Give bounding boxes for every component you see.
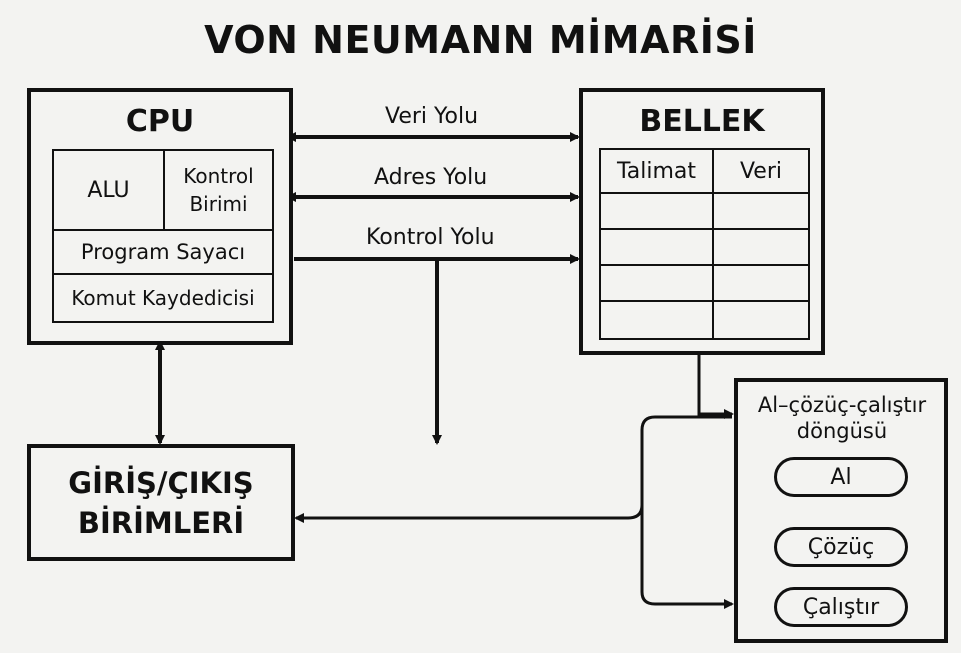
address-bus-label: Adres Yolu	[374, 165, 488, 190]
io-title-line1: GİRİŞ/ÇIKIŞ	[68, 465, 254, 500]
cycle-step-decode-label: Çözüç	[807, 534, 875, 560]
control-unit-cell: Kontrol Birimi	[163, 149, 274, 231]
cycle-step-fetch: Al	[774, 457, 908, 497]
control-unit-label: Kontrol Birimi	[183, 164, 254, 216]
memory-col-header: Talimat	[599, 148, 714, 194]
cycle-step-decode: Çözüç	[774, 527, 908, 567]
cycle-step-execute: Çalıştır	[774, 587, 908, 627]
program-counter-label: Program Sayacı	[80, 240, 246, 264]
program-counter-cell: Program Sayacı	[52, 229, 274, 275]
memory-row	[599, 300, 714, 340]
memory-row	[712, 264, 810, 302]
cycle-step-fetch-label: Al	[830, 464, 852, 490]
io-box: GİRİŞ/ÇIKIŞ BİRİMLERİ	[27, 444, 295, 561]
control-bus-label: Kontrol Yolu	[366, 225, 495, 250]
memory-table: Talimat Veri	[599, 148, 810, 340]
cycle-bracket-connector	[640, 415, 734, 609]
data-bus-label: Veri Yolu	[385, 104, 479, 129]
instruction-register-label: Komut Kaydedicisi	[71, 286, 255, 310]
memory-title: BELLEK	[639, 104, 765, 139]
io-title-line2: BİRİMLERİ	[77, 505, 245, 540]
memory-box: BELLEK Talimat Veri	[579, 88, 825, 355]
memory-col-data: Veri	[739, 158, 783, 184]
cpu-title: CPU	[125, 104, 195, 139]
memory-row	[712, 192, 810, 230]
memory-row	[712, 228, 810, 266]
cycle-step-execute-label: Çalıştır	[802, 594, 880, 620]
alu-cell: ALU	[52, 149, 165, 231]
cycle-io-arrow	[294, 504, 644, 523]
memory-row	[712, 300, 810, 340]
cpu-box: CPU ALU Kontrol Birimi Program Sayacı Ko…	[27, 88, 293, 345]
memory-col-header: Veri	[712, 148, 810, 194]
alu-label: ALU	[87, 177, 130, 203]
cycle-title: Al–çözüç-çalıştır döngüsü	[757, 393, 927, 443]
diagram-title: VON NEUMANN MİMARİSİ	[204, 18, 757, 62]
memory-row	[599, 192, 714, 230]
memory-cycle-connector	[697, 355, 734, 419]
memory-col-instruction: Talimat	[616, 158, 697, 184]
memory-row	[599, 228, 714, 266]
memory-row	[599, 264, 714, 302]
instruction-register-cell: Komut Kaydedicisi	[52, 273, 274, 323]
